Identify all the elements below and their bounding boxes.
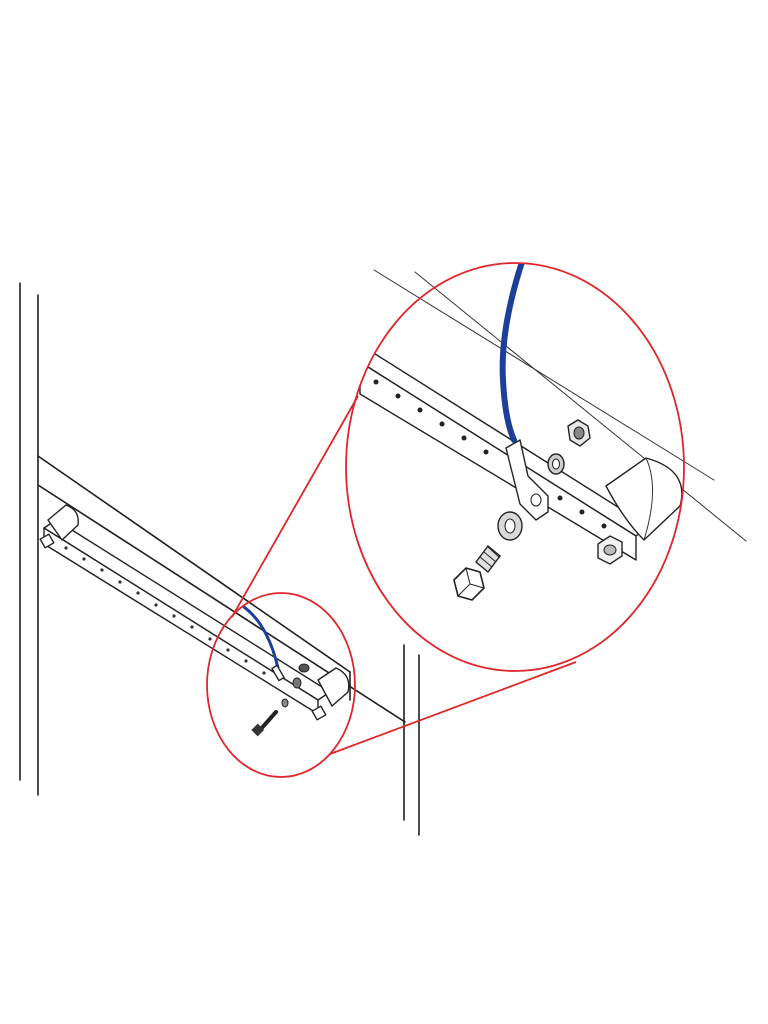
detail-rail-lines xyxy=(373,269,747,542)
end-cap-screw-icon xyxy=(597,535,623,565)
hex-nut-icon xyxy=(298,663,310,673)
hex-bolt-icon xyxy=(453,544,501,601)
cross-member xyxy=(37,455,406,723)
detail-ground-wire xyxy=(499,263,549,521)
detail-source-circle xyxy=(206,592,356,778)
ground-wire-icon xyxy=(242,605,280,670)
overview-ground-wire xyxy=(242,605,285,682)
detail-hex-bolt xyxy=(453,544,501,601)
rack-frame xyxy=(19,282,420,836)
detail-hex-nut xyxy=(567,419,591,447)
hex-nut-icon xyxy=(567,419,591,447)
detail-view xyxy=(359,263,683,601)
detail-magnifier-circle xyxy=(345,262,685,672)
pdu-strip xyxy=(39,504,350,721)
ground-wire-icon xyxy=(499,263,525,443)
detail-pdu-strip xyxy=(359,351,683,565)
detail-star-washer xyxy=(547,453,565,475)
detail-outlet-holes xyxy=(373,379,607,529)
callout-lines xyxy=(206,395,577,778)
star-washer-icon xyxy=(547,453,565,475)
hex-bolt-icon xyxy=(251,710,278,737)
star-washer-icon xyxy=(292,677,302,689)
detail-flat-washer xyxy=(497,511,523,541)
pdu-outlet-holes xyxy=(64,546,266,675)
